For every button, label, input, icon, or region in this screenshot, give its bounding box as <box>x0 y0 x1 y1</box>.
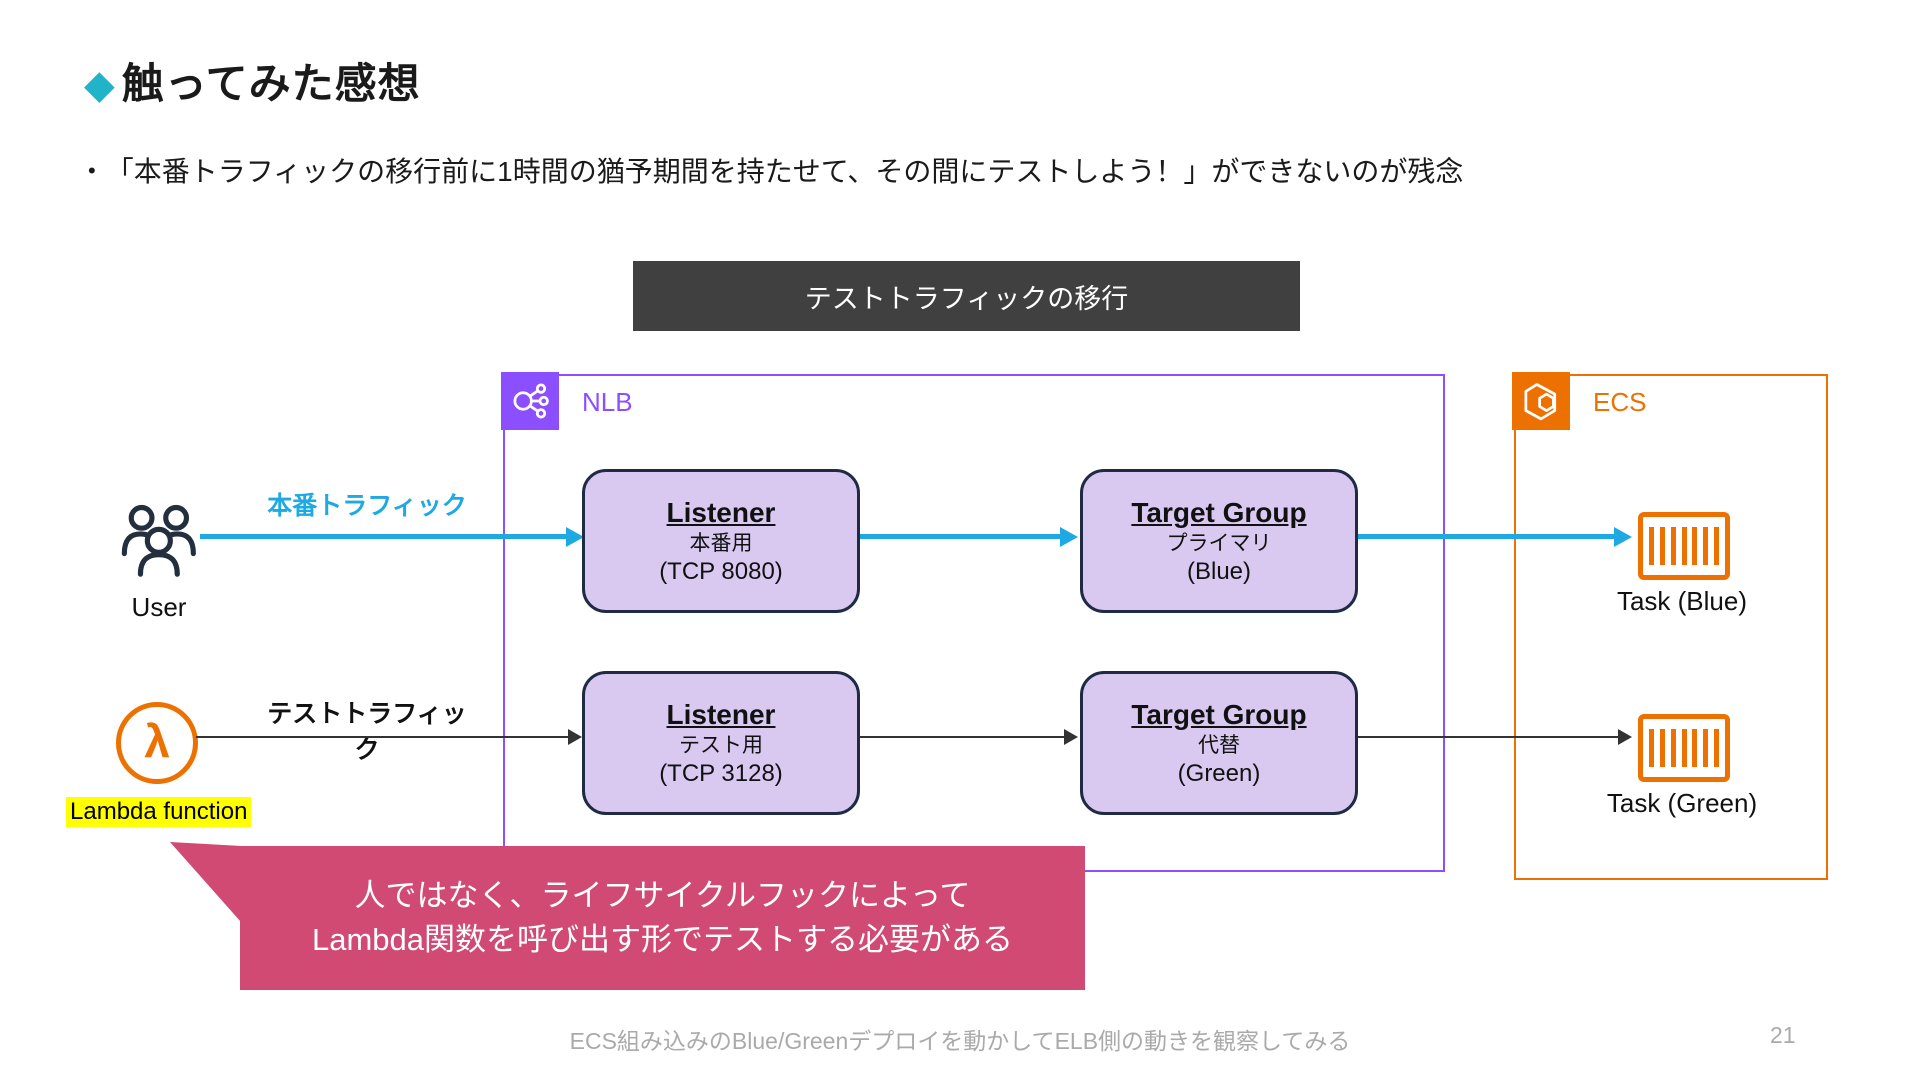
test-arrowhead-icon-3 <box>1618 729 1632 745</box>
target-group-title: Target Group <box>1131 699 1307 730</box>
test-arrowhead-icon <box>568 729 582 745</box>
task-green-label: Task (Green) <box>1606 788 1758 818</box>
page-number: 21 <box>1770 1022 1796 1048</box>
target-group-blue-node: Target Group プライマリ (Blue) <box>1080 469 1358 613</box>
target-group-variant: (Blue) <box>1186 558 1252 585</box>
target-group-subtitle: プライマリ <box>1166 532 1272 555</box>
production-arrow-line-3 <box>1358 534 1616 539</box>
test-arrow-line-3 <box>1358 736 1620 738</box>
listener-title: Listener <box>666 699 776 730</box>
listener-test-node: Listener テスト用 (TCP 3128) <box>582 671 860 815</box>
test-arrow-line-2 <box>858 736 1066 738</box>
task-blue-label: Task (Blue) <box>1616 586 1748 616</box>
user-icon <box>112 498 208 591</box>
callout-bubble: 人ではなく、ライフサイクルフックによって Lambda関数を呼び出す形でテストす… <box>240 846 1085 990</box>
section-header-box: テストトラフィックの移行 <box>633 261 1300 331</box>
test-arrow-line <box>196 736 570 738</box>
ecs-label: ECS <box>1593 387 1647 417</box>
nlb-label: NLB <box>582 387 633 417</box>
target-group-variant: (Green) <box>1177 760 1261 787</box>
page-title: ◆触ってみた感想 <box>84 50 421 111</box>
bullet-line: • 「本番トラフィックの移行前に1時間の猶予期間を持たせて、その間にテストしよう！… <box>88 150 1463 190</box>
task-green-icon <box>1638 714 1730 782</box>
test-traffic-label: テストトラフィック <box>267 700 467 764</box>
target-group-green-node: Target Group 代替 (Green) <box>1080 671 1358 815</box>
ecs-container <box>1514 374 1828 880</box>
footer-text: ECS組み込みのBlue/Greenデプロイを動かしてELB側の動きを観察してみ… <box>569 1028 1351 1054</box>
task-blue-icon <box>1638 512 1730 580</box>
production-arrow-line <box>200 534 568 539</box>
nlb-icon <box>501 372 559 430</box>
section-header-text: テストトラフィックの移行 <box>804 283 1129 314</box>
target-group-subtitle: 代替 <box>1198 734 1240 757</box>
listener-port: (TCP 8080) <box>659 558 783 585</box>
production-arrowhead-icon-3 <box>1614 527 1632 547</box>
listener-production-node: Listener 本番用 (TCP 8080) <box>582 469 860 613</box>
bullet-marker: • <box>88 158 96 183</box>
lambda-symbol: λ <box>144 715 170 767</box>
bullet-text: 「本番トラフィックの移行前に1時間の猶予期間を持たせて、その間にテストしよう！」… <box>105 156 1464 187</box>
lambda-label: Lambda function <box>66 797 252 827</box>
diamond-bullet-icon: ◆ <box>84 63 116 107</box>
production-arrowhead-icon <box>566 527 584 547</box>
callout-line-1: 人ではなく、ライフサイクルフックによって <box>354 878 971 913</box>
production-arrowhead-icon-2 <box>1060 527 1078 547</box>
listener-subtitle: 本番用 <box>689 532 753 555</box>
production-traffic-label: 本番トラフィック <box>267 492 467 520</box>
page-title-text: 触ってみた感想 <box>121 60 421 107</box>
listener-title: Listener <box>666 497 776 528</box>
target-group-title: Target Group <box>1131 497 1307 528</box>
ecs-icon <box>1512 372 1570 430</box>
production-arrow-line-2 <box>858 534 1062 539</box>
listener-port: (TCP 3128) <box>659 760 783 787</box>
user-label: User <box>131 592 187 622</box>
test-arrowhead-icon-2 <box>1064 729 1078 745</box>
callout-line-2: Lambda関数を呼び出す形でテストする必要がある <box>311 922 1014 957</box>
lambda-icon: λ <box>116 702 198 784</box>
listener-subtitle: テスト用 <box>679 734 763 757</box>
